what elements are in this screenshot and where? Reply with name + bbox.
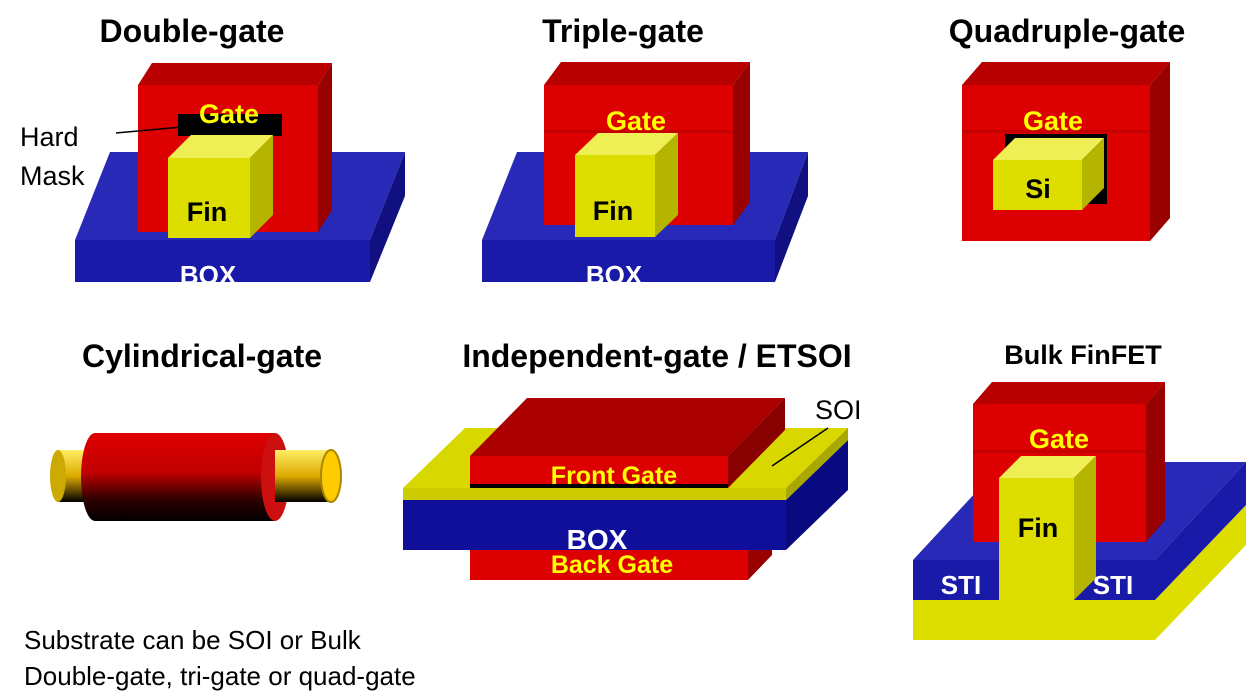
soi-pointer (771, 427, 829, 467)
front-gate-label: Front Gate (551, 462, 677, 490)
bulk-silicon-face (913, 600, 1155, 640)
double-gate-title: Double-gate (100, 13, 285, 49)
sti-left-label: STI (941, 570, 981, 600)
back-gate-label: Back Gate (551, 551, 673, 579)
quadruple-gate-si-core (993, 138, 1104, 210)
cylindrical-gate-shell (81, 433, 289, 521)
double-gate-panel: Double-gate Gate Fin BOX Hard Mask (20, 13, 405, 290)
etsoi-box-layer (403, 440, 848, 550)
triple-gate-title: Triple-gate (542, 13, 704, 49)
note-substrate: Substrate can be SOI or Bulk (24, 625, 361, 655)
double-gate-fin-label: Fin (187, 197, 228, 227)
hard-mask-label-line2: Mask (20, 161, 85, 191)
triple-gate-box-label: BOX (586, 260, 643, 290)
double-gate-gate-label: Gate (199, 99, 259, 129)
note-gate-options: Double-gate, tri-gate or quad-gate (24, 661, 416, 691)
bulk-finfet-panel: Bulk FinFET Gate Fin STI STI (913, 340, 1246, 640)
triple-gate-fin-label: Fin (593, 196, 634, 226)
triple-gate-panel: Triple-gate Gate Fin BOX (482, 13, 808, 290)
cylindrical-fin-right (275, 449, 342, 503)
front-gate-block (470, 398, 785, 488)
bulk-finfet-gate-label: Gate (1029, 424, 1089, 454)
hard-mask-label-line1: Hard (20, 122, 79, 152)
quadruple-gate-title: Quadruple-gate (949, 13, 1185, 49)
hard-mask (178, 114, 282, 136)
triple-gate-fin (575, 133, 678, 237)
double-gate-fin (168, 135, 273, 238)
bulk-finfet-fin-label: Fin (1018, 513, 1059, 543)
independent-gate-title: Independent-gate / ETSOI (462, 338, 851, 374)
double-gate-box-label: BOX (180, 260, 237, 290)
hard-mask-pointer (115, 126, 183, 134)
quadruple-gate-gate-label: Gate (1023, 106, 1083, 136)
quadruple-gate-si-label: Si (1025, 174, 1051, 204)
independent-gate-panel: Independent-gate / ETSOI Front Gate BOX … (403, 338, 862, 580)
triple-gate-gate-label: Gate (606, 106, 666, 136)
bulk-finfet-fin (999, 456, 1096, 600)
cylindrical-gate-title: Cylindrical-gate (82, 338, 322, 374)
etsoi-box-label: BOX (567, 524, 628, 555)
soi-label: SOI (815, 395, 862, 425)
bulk-finfet-title: Bulk FinFET (1004, 340, 1162, 370)
quadruple-gate-panel: Quadruple-gate Gate Si (949, 13, 1185, 241)
sti-right-label: STI (1093, 570, 1133, 600)
cylindrical-gate-panel: Cylindrical-gate (50, 338, 342, 521)
